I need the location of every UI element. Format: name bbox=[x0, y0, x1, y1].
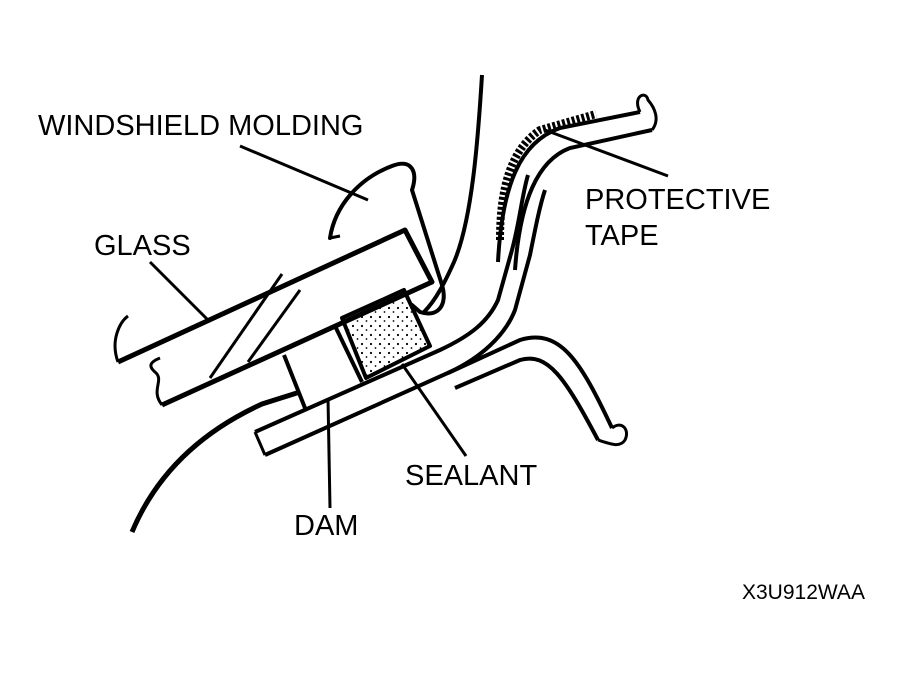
leader-sealant bbox=[400, 363, 468, 457]
glass-reflection bbox=[208, 273, 284, 379]
label-windshield-molding: WINDSHIELD MOLDING bbox=[38, 110, 364, 142]
leader-windshield-molding bbox=[239, 144, 369, 202]
label-glass: GLASS bbox=[94, 230, 191, 262]
figure-code: X3U912WAA bbox=[742, 581, 865, 604]
body-outer-curve bbox=[129, 389, 301, 533]
inner-panel bbox=[447, 335, 614, 429]
label-protective-tape-line1: PROTECTIVE bbox=[585, 184, 771, 216]
sealant-block bbox=[340, 288, 432, 380]
label-protective-tape-line2: TAPE bbox=[585, 220, 659, 252]
label-sealant: SEALANT bbox=[405, 460, 538, 492]
leader-protective-tape bbox=[544, 128, 669, 178]
glass-break-edge bbox=[113, 314, 129, 363]
leader-dam bbox=[326, 397, 332, 509]
label-dam: DAM bbox=[294, 510, 359, 542]
glass-pane bbox=[116, 227, 435, 408]
pillar-line bbox=[422, 74, 484, 314]
windshield-molding-shape bbox=[328, 161, 446, 316]
protective-tape bbox=[496, 110, 598, 241]
body-flange-upper bbox=[254, 174, 530, 434]
dam-shape bbox=[282, 354, 307, 409]
leader-glass bbox=[148, 260, 212, 324]
